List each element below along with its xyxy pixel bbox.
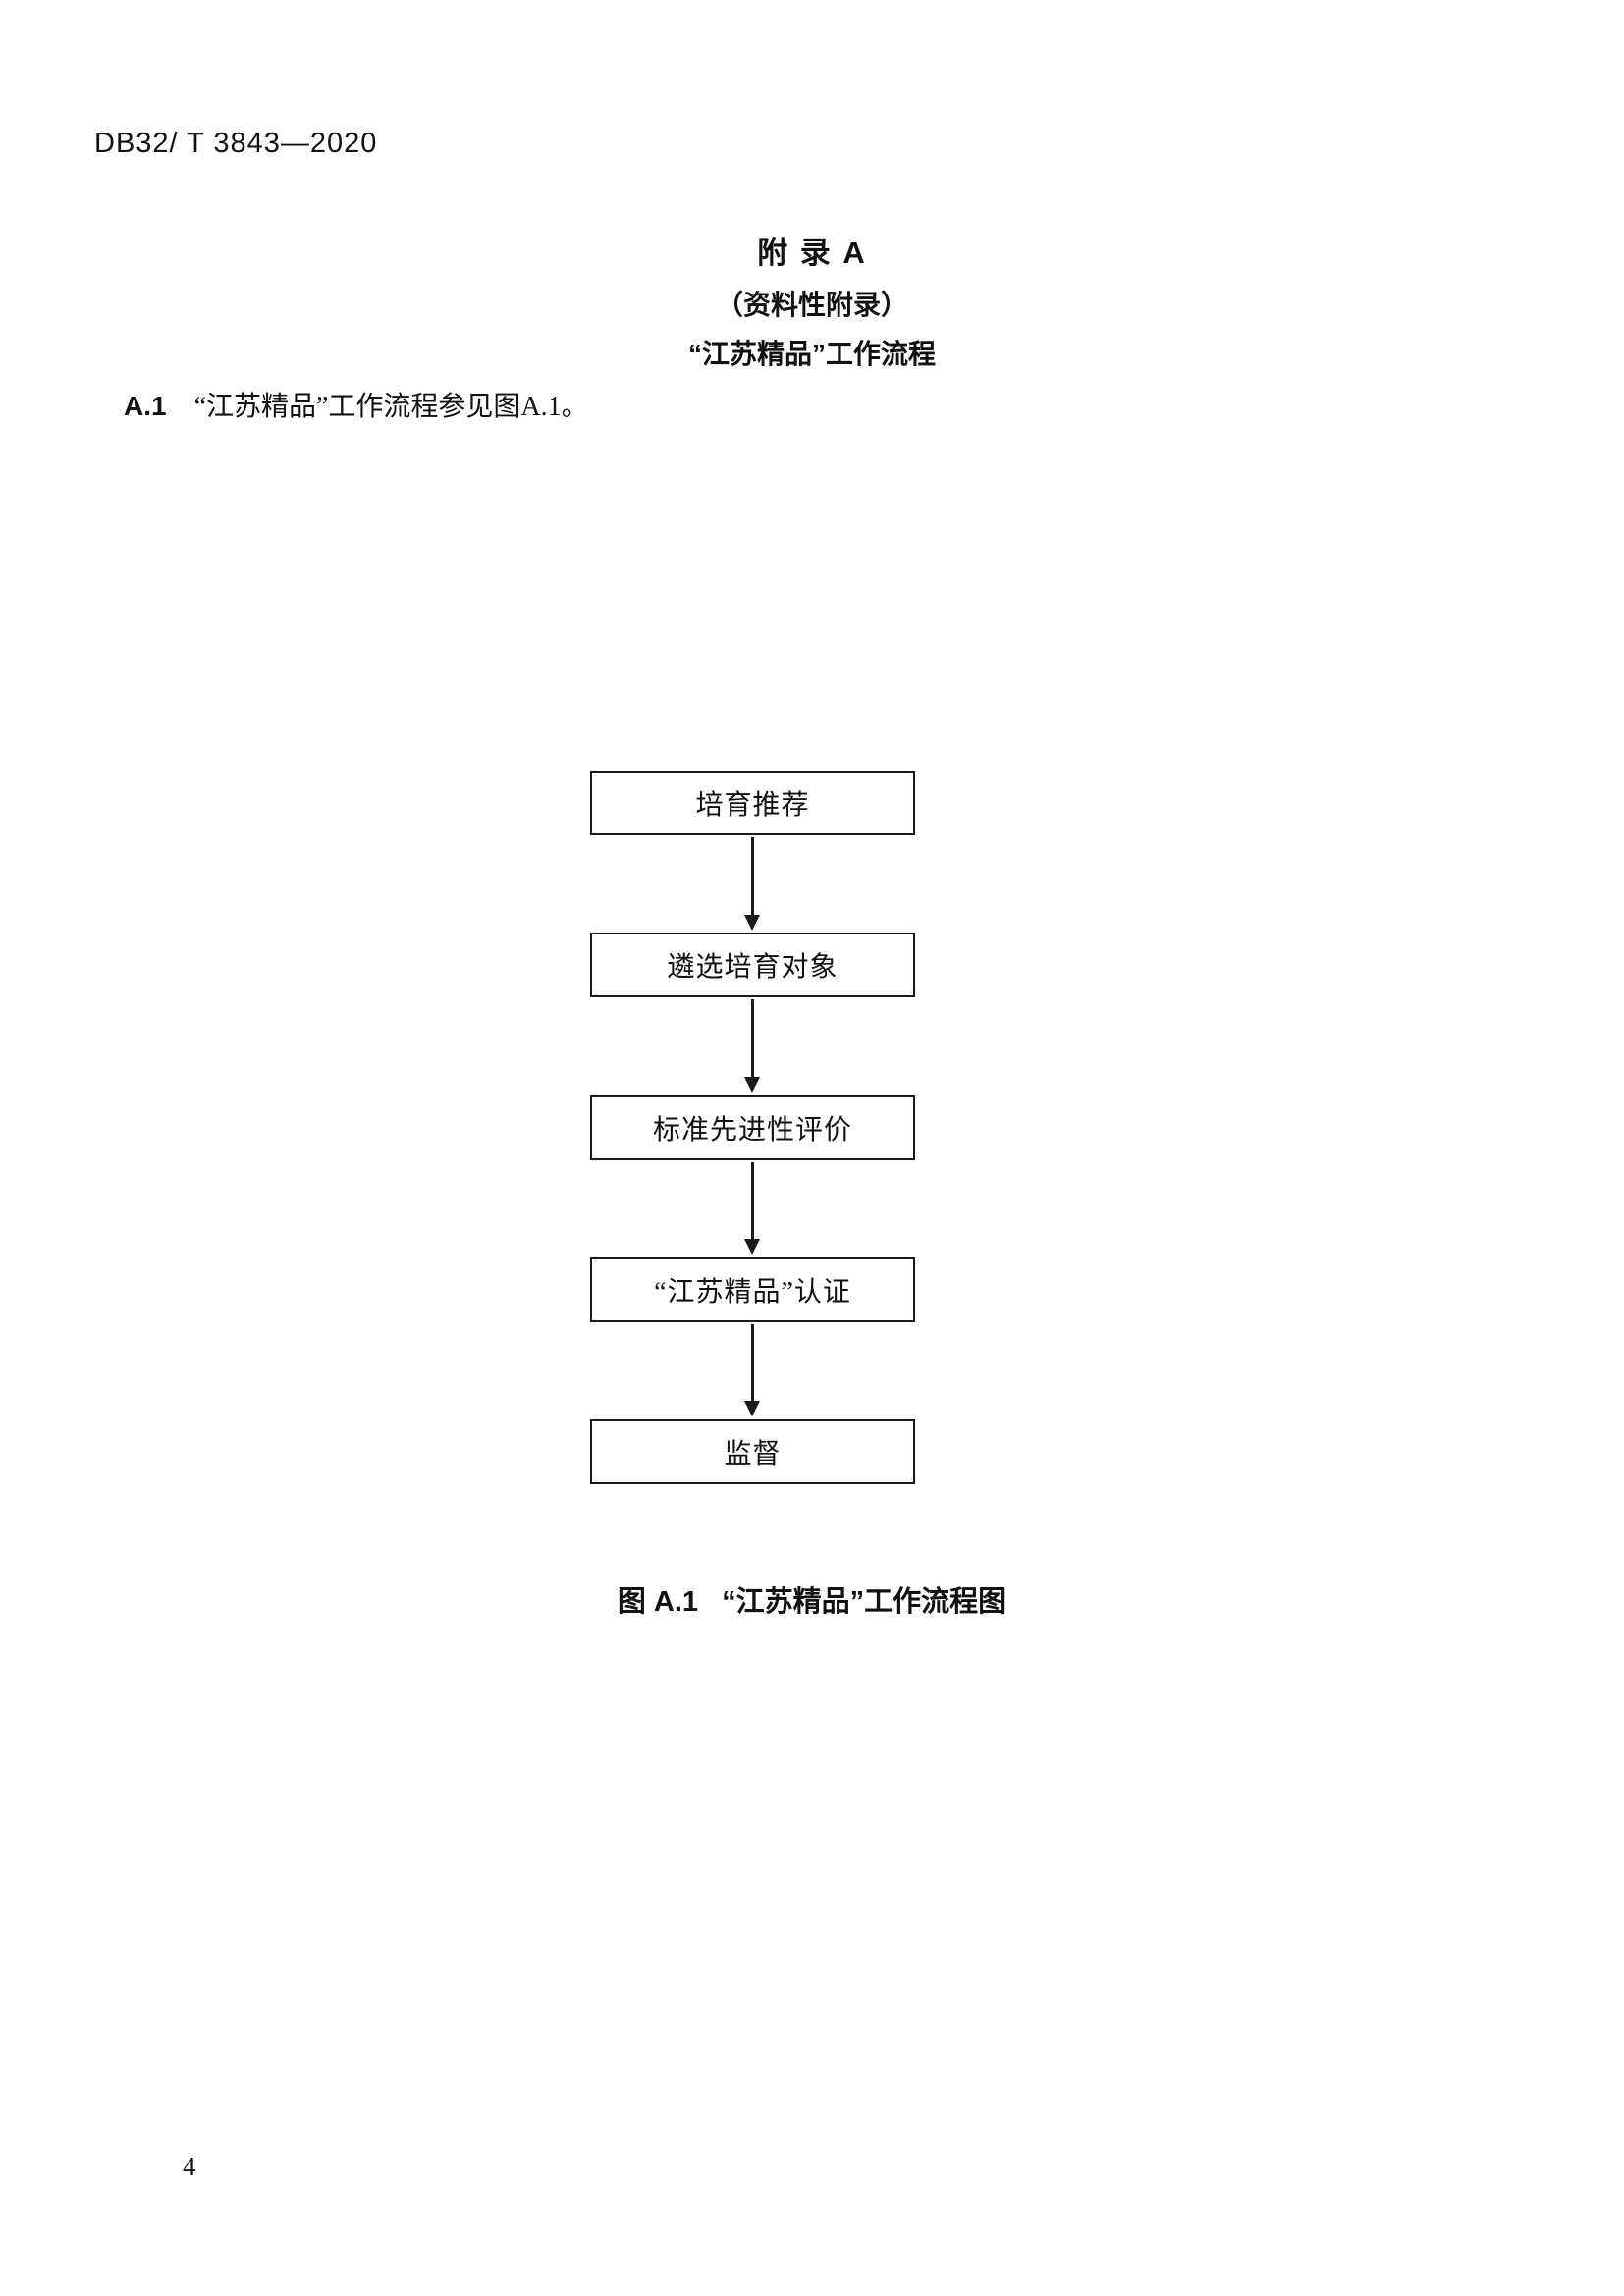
appendix-title: 附 录 A (757, 236, 867, 270)
arrow-head (744, 1401, 760, 1416)
page-number: 4 (183, 2152, 196, 2181)
arrow-head (744, 1077, 760, 1093)
arrow-shaft (750, 837, 754, 915)
clause-text: “江苏精品”工作流程参见图A.1。 (193, 392, 589, 422)
arrow-head (744, 1239, 760, 1255)
arrow-shaft (750, 1162, 754, 1239)
clause-number: A.1 (124, 391, 167, 421)
arrow-shaft (750, 1324, 754, 1401)
flow-step-select-cultivation-targets: 遴选培育对象 (590, 933, 915, 997)
appendix-heading: 附 录 A （资料性附录） “江苏精品”工作流程 (0, 228, 1624, 372)
flow-step-standard-advancement-evaluation: 标准先进性评价 (590, 1095, 915, 1160)
flow-step-cultivation-recommendation: 培育推荐 (590, 771, 915, 835)
arrow-down-icon (744, 1162, 760, 1255)
figure-caption: 图 A.1 “江苏精品”工作流程图 (617, 1586, 1007, 1618)
standard-code: DB32/ T 3843—2020 (94, 128, 378, 159)
flow-step-supervision: 监督 (590, 1419, 915, 1484)
appendix-subtitle: （资料性附录） (715, 290, 908, 320)
arrow-down-icon (744, 837, 760, 931)
arrow-down-icon (744, 1324, 760, 1416)
arrow-shaft (750, 999, 754, 1077)
arrow-down-icon (744, 999, 760, 1093)
arrow-head (744, 915, 760, 931)
clause-a1: A.1 “江苏精品”工作流程参见图A.1。 (96, 353, 589, 455)
appendix-name: “江苏精品”工作流程 (687, 339, 936, 369)
flow-step-jiangsu-premium-certification: “江苏精品”认证 (590, 1257, 915, 1322)
